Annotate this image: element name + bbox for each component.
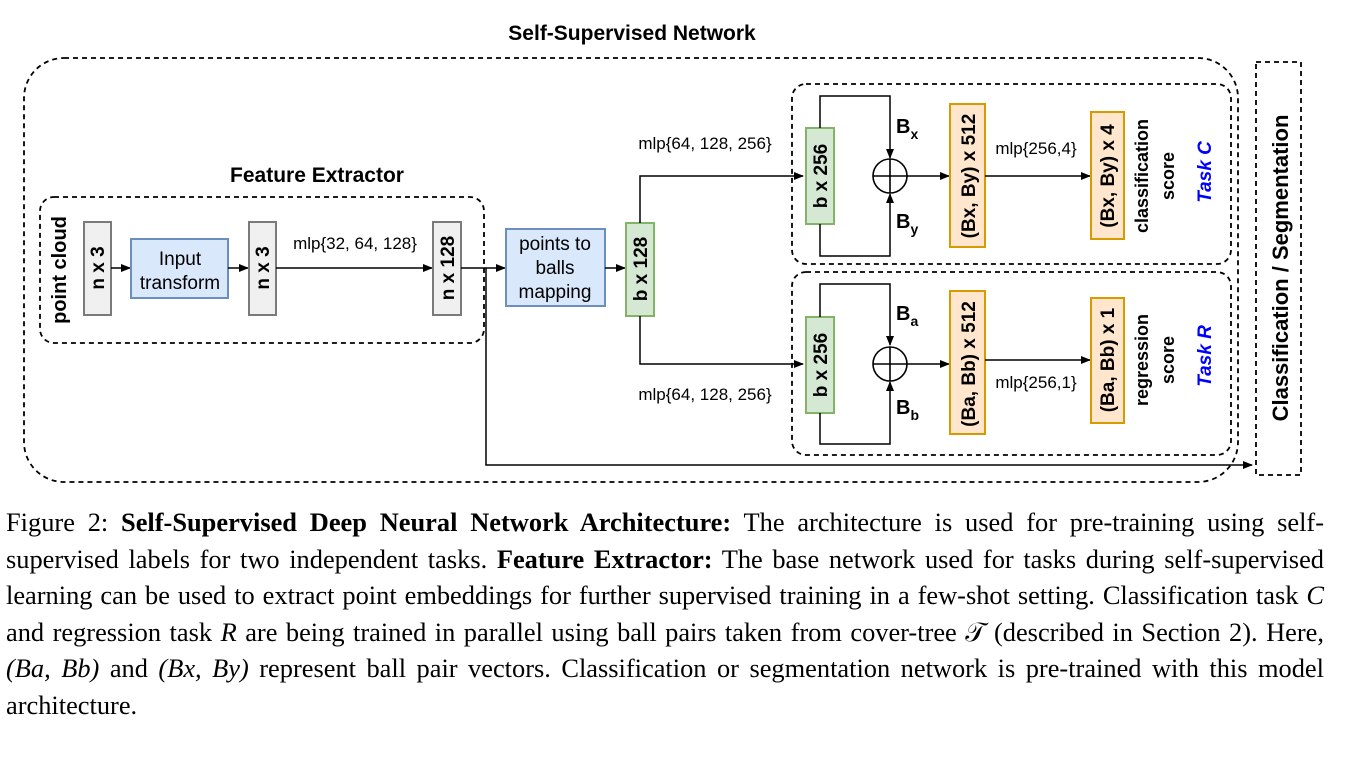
caption-pair-ab: (Ba, Bb) <box>6 653 100 684</box>
task-r-out-label: (Ba, Bb) x 1 <box>1098 307 1119 412</box>
n3-second-box <box>248 221 277 316</box>
task-c-b256-box <box>805 127 835 225</box>
task-r-out-box <box>1090 297 1125 424</box>
n128-box <box>432 221 462 316</box>
arrow-to-classification-segmentation <box>485 268 1253 469</box>
task-r-b256-box <box>805 316 835 414</box>
mlp-bottom-label: mlp{64, 128, 256} <box>638 385 772 404</box>
task-r-concat-label: (Ba, Bb) x 512 <box>959 301 980 427</box>
architecture-diagram: Self-Supervised Network Feature Extracto… <box>23 22 1302 483</box>
task-r-score-line1: regression <box>1132 314 1152 406</box>
task-c-out-box <box>1090 111 1125 240</box>
task-c-mlp-out-label: mlp{256,4} <box>995 139 1077 158</box>
task-r-bottom-path <box>819 381 894 445</box>
self-supervised-network-region <box>23 57 1239 483</box>
caption-figure-number: Figure 2: <box>6 507 109 537</box>
task-r-label: Task R <box>1195 325 1216 387</box>
n3-first-label: n x 3 <box>88 246 109 289</box>
task-c-region <box>791 83 1232 265</box>
caption-text-3: and regression task <box>6 616 213 647</box>
n3-second-label: n x 3 <box>253 246 274 289</box>
task-c-label: Task C <box>1195 141 1216 203</box>
task-c-bottom-path <box>819 193 894 257</box>
task-r-bb-label: Bb <box>896 397 919 423</box>
n128-label: n x 128 <box>438 236 459 300</box>
mlp-feature-label: mlp{32, 64, 128} <box>293 234 417 253</box>
input-transform-box <box>130 238 229 299</box>
caption-text-5: (described in Section 2). Here, <box>993 616 1324 647</box>
task-r-b256-label: b x 256 <box>811 333 832 397</box>
diagram-title: Self-Supervised Network <box>508 22 756 45</box>
caption-text-4: are being trained in parallel using ball… <box>245 616 957 647</box>
b128-box <box>625 222 655 317</box>
caption-pair-xy: (Bx, By) <box>158 653 249 684</box>
task-c-bx-label: Bx <box>896 116 918 142</box>
figure-caption: Figure 2: Self-Supervised Deep Neural Ne… <box>6 504 1324 724</box>
task-r-score-line2: score <box>1158 336 1178 384</box>
input-transform-label-line1: Input <box>159 249 202 270</box>
caption-bold-title: Self-Supervised Deep Neural Network Arch… <box>121 507 732 537</box>
points-to-balls-label-line2: balls <box>535 258 574 279</box>
task-r-region <box>791 271 1232 456</box>
task-c-score-line1: classification <box>1132 119 1152 233</box>
task-c-score-line2: score <box>1158 152 1178 200</box>
point-cloud-label: point cloud <box>49 216 71 324</box>
branch-to-task-r <box>639 316 804 368</box>
task-r-ba-label: Ba <box>896 303 918 329</box>
caption-text-7: represent ball pair vectors. Classificat… <box>6 653 1324 720</box>
classification-segmentation-label: Classification / Segmentation <box>1268 115 1293 422</box>
caption-text-1: The architecture is used for pre-trainin… <box>6 507 1325 574</box>
caption-var-r: R <box>220 616 237 647</box>
points-to-balls-label-line3: mapping <box>519 282 592 303</box>
task-r-concat-box <box>949 290 986 435</box>
task-c-out-label: (Bx, By) x 4 <box>1098 124 1119 228</box>
feature-extractor-region <box>39 196 485 344</box>
input-transform-label-line2: transform <box>140 273 220 294</box>
points-to-balls-box <box>505 228 606 307</box>
feature-extractor-title: Feature Extractor <box>230 164 404 187</box>
task-r-mlp-out-label: mlp{256,1} <box>995 373 1077 392</box>
task-r-top-path <box>819 283 894 346</box>
task-c-concat-label: (Bx, By) x 512 <box>959 114 980 239</box>
task-c-concat-box <box>949 103 986 248</box>
caption-bold-feature-extractor: Feature Extractor: <box>496 543 713 574</box>
caption-text-6: and <box>109 653 148 684</box>
task-c-by-label: By <box>896 211 918 237</box>
caption-var-t: 𝒯 <box>965 616 986 647</box>
b128-label: b x 128 <box>631 237 652 301</box>
points-to-balls-label-line1: points to <box>519 234 591 255</box>
mlp-top-label: mlp{64, 128, 256} <box>638 134 772 153</box>
task-c-top-path <box>819 95 894 159</box>
task-c-b256-label: b x 256 <box>811 144 832 208</box>
branch-to-task-c <box>639 172 804 223</box>
classification-segmentation-box <box>1255 61 1302 476</box>
caption-text-2: The base network used for tasks during s… <box>6 543 1324 611</box>
caption-var-c: C <box>1306 580 1324 611</box>
